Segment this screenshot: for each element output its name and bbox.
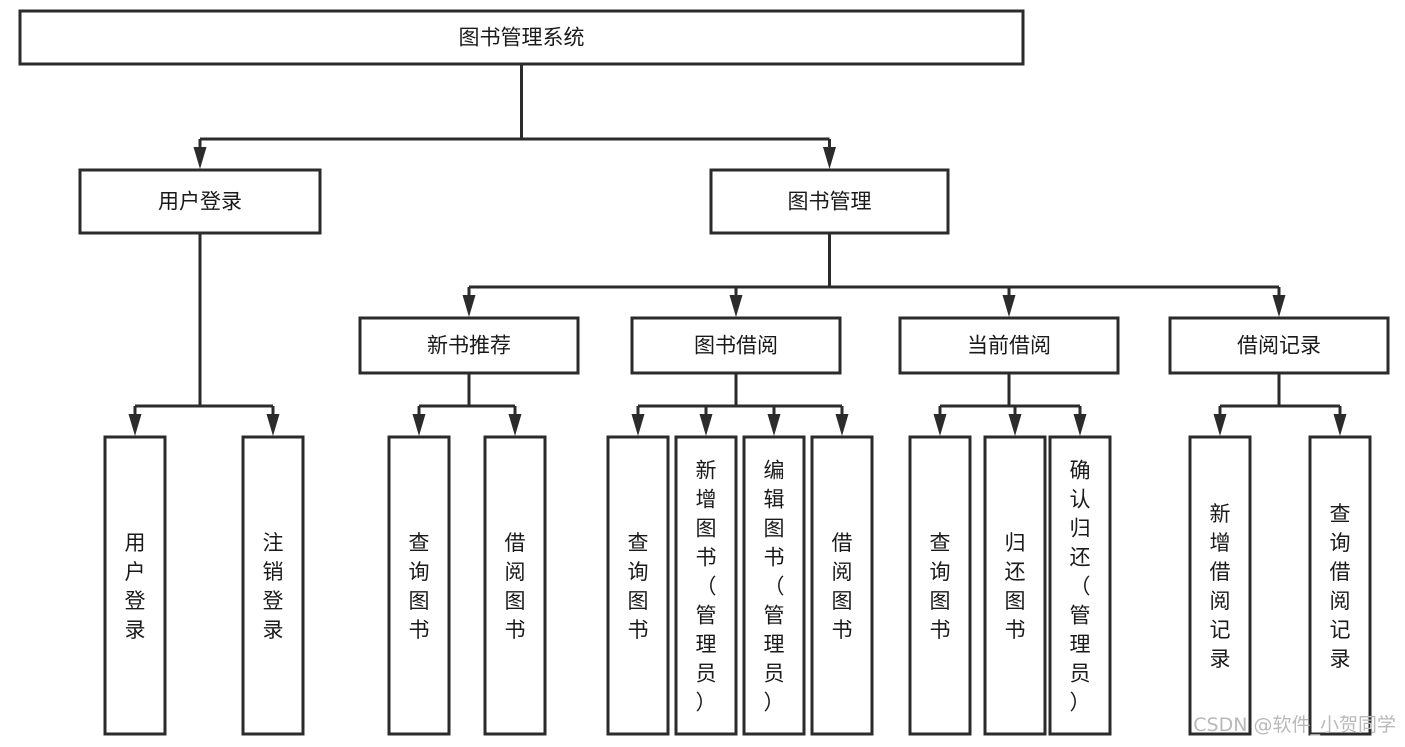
node-layer: 图书管理系统用户登录图书管理新书推荐图书借阅当前借阅借阅记录用户登录注销登录查询… xyxy=(18,9,1390,736)
node-label: 借阅图书 xyxy=(832,531,853,642)
node-label: 注销登录 xyxy=(263,531,284,642)
node-label: 借阅记录 xyxy=(1237,334,1321,358)
node-label: 借阅图书 xyxy=(505,531,526,642)
node-leaf-add-book[interactable]: 新增图书（管理员） xyxy=(674,435,738,736)
node-book-borrow[interactable]: 图书借阅 xyxy=(630,316,842,375)
node-new-book-recommend[interactable]: 新书推荐 xyxy=(358,316,580,375)
node-leaf-return-book[interactable]: 归还图书 xyxy=(983,435,1047,736)
node-label: 编辑图书（管理员） xyxy=(764,459,785,715)
connector-layer xyxy=(128,64,1347,436)
node-label: 新书推荐 xyxy=(427,334,511,358)
node-leaf-borrow-book-rec[interactable]: 借阅图书 xyxy=(483,435,547,736)
node-label: 当前借阅 xyxy=(967,334,1051,358)
node-label: 确认归还（管理员） xyxy=(1070,459,1091,715)
node-leaf-user-logout[interactable]: 注销登录 xyxy=(241,435,305,736)
node-label: 查询图书 xyxy=(930,531,951,642)
node-book-manage[interactable]: 图书管理 xyxy=(709,168,950,235)
node-label: 新增借阅记录 xyxy=(1210,502,1231,671)
node-leaf-query-book-borrow[interactable]: 查询图书 xyxy=(606,435,670,736)
node-leaf-query-book-cur[interactable]: 查询图书 xyxy=(908,435,972,736)
node-borrow-record[interactable]: 借阅记录 xyxy=(1168,316,1390,375)
node-leaf-confirm-return[interactable]: 确认归还（管理员） xyxy=(1048,435,1112,736)
node-root-system[interactable]: 图书管理系统 xyxy=(18,9,1025,66)
csdn-watermark: CSDN @软件_小贺同学 xyxy=(1193,714,1396,736)
node-leaf-query-borrow-record[interactable]: 查询借阅记录 xyxy=(1308,435,1372,736)
node-label: 查询图书 xyxy=(628,531,649,642)
node-leaf-user-login[interactable]: 用户登录 xyxy=(103,435,167,736)
node-leaf-borrow-book[interactable]: 借阅图书 xyxy=(810,435,874,736)
node-label: 图书管理系统 xyxy=(459,26,585,50)
node-leaf-add-borrow-record[interactable]: 新增借阅记录 xyxy=(1188,435,1252,736)
node-label: 用户登录 xyxy=(158,190,242,214)
node-label: 图书借阅 xyxy=(694,334,778,358)
node-leaf-query-book-rec[interactable]: 查询图书 xyxy=(387,435,451,736)
node-label: 查询图书 xyxy=(409,531,430,642)
node-leaf-edit-book[interactable]: 编辑图书（管理员） xyxy=(742,435,806,736)
node-user-login[interactable]: 用户登录 xyxy=(78,168,322,235)
node-label: 新增图书（管理员） xyxy=(696,459,717,715)
node-current-borrow[interactable]: 当前借阅 xyxy=(898,316,1120,375)
node-label: 归还图书 xyxy=(1005,531,1026,642)
node-label: 图书管理 xyxy=(788,190,872,214)
node-label: 查询借阅记录 xyxy=(1330,502,1351,671)
node-label: 用户登录 xyxy=(125,531,146,642)
